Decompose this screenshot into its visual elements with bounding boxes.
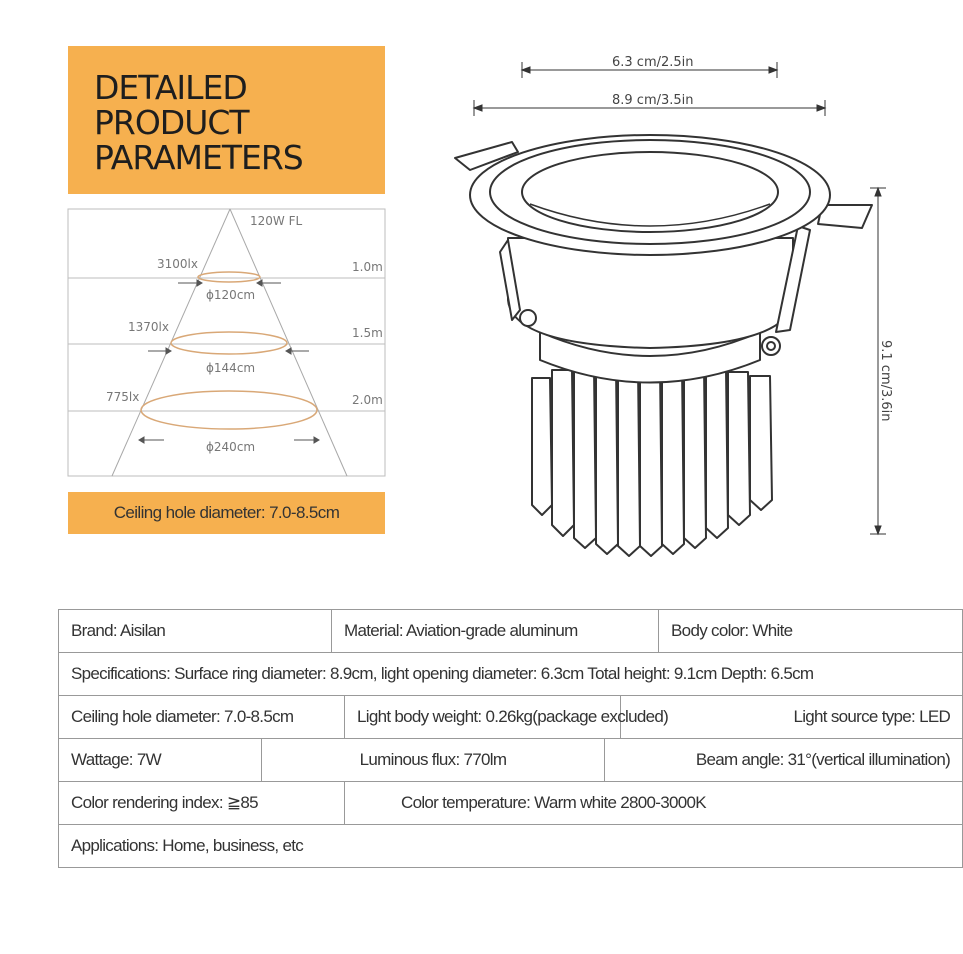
distance-label: 1.0m xyxy=(352,260,383,274)
spring-clip-left xyxy=(454,141,519,171)
driver-collar xyxy=(539,331,761,384)
beam-edge-right xyxy=(229,208,348,477)
brand-cell: Brand: Aisilan xyxy=(58,609,332,653)
beam-angle-cell: Beam angle: 31°(vertical illumination) xyxy=(603,738,963,782)
material-cell: Material: Aviation-grade aluminum xyxy=(330,609,660,653)
lux-label: 1370lx xyxy=(128,320,169,334)
ceiling-hole-banner: Ceiling hole diameter: 7.0-8.5cm xyxy=(68,492,385,534)
weight-cell: Light body weight: 0.26kg(package exclud… xyxy=(344,695,669,739)
spring-coil xyxy=(761,336,781,356)
page-title: DETAILED PRODUCT PARAMETERS xyxy=(94,68,304,177)
table-row: Wattage: 7W Luminous flux: 770lm Beam an… xyxy=(58,738,963,782)
title-line: PRODUCT xyxy=(94,103,250,142)
spring-clip-right xyxy=(817,204,873,229)
lux-label: 3100lx xyxy=(157,257,198,271)
specifications-cell: Specifications: Surface ring diameter: 8… xyxy=(57,652,963,696)
beam-ring-1-5m xyxy=(170,331,288,355)
luminous-flux-cell: Luminous flux: 770lm xyxy=(261,738,605,782)
table-row: Color rendering index: ≧85 Color tempera… xyxy=(58,781,963,825)
beam-frame xyxy=(67,208,386,477)
title-line: PARAMETERS xyxy=(94,138,304,177)
lux-label: 775lx xyxy=(106,390,139,404)
light-source-cell: Light source type: LED xyxy=(619,695,963,739)
table-row: Applications: Home, business, etc xyxy=(57,824,963,868)
beam-ring-1m xyxy=(197,271,261,283)
table-row: Ceiling hole diameter: 7.0-8.5cm Light b… xyxy=(58,695,963,739)
ceiling-hole-note: Ceiling hole diameter: 7.0-8.5cm xyxy=(113,503,340,522)
table-row: Specifications: Surface ring diameter: 8… xyxy=(57,652,963,696)
heat-sink-fins xyxy=(531,365,773,557)
distance-label: 1.5m xyxy=(352,326,383,340)
applications-cell: Applications: Home, business, etc xyxy=(57,824,963,868)
height-dimension-label: 9.1 cm/3.6in xyxy=(878,340,893,422)
distance-label: 2.0m xyxy=(352,393,383,407)
ring-dimension-label: 8.9 cm/3.5in xyxy=(612,93,694,108)
title-line: DETAILED xyxy=(94,68,248,107)
beam-label: 120W FL xyxy=(250,214,302,228)
spring-coil xyxy=(519,309,537,327)
title-banner: DETAILED PRODUCT PARAMETERS xyxy=(68,46,385,194)
body-color-cell: Body color: White xyxy=(658,609,963,653)
table-row: Brand: Aisilan Material: Aviation-grade … xyxy=(58,609,963,653)
beam-ring-2m xyxy=(140,390,318,430)
opening-dimension-label: 6.3 cm/2.5in xyxy=(612,55,694,70)
ceiling-hole-cell: Ceiling hole diameter: 7.0-8.5cm xyxy=(58,695,345,739)
diameter-label: ϕ144cm xyxy=(206,361,255,375)
light-opening xyxy=(521,151,779,233)
color-temp-cell: Color temperature: Warm white 2800-3000K xyxy=(343,781,963,825)
spec-table: Brand: Aisilan Material: Aviation-grade … xyxy=(57,609,963,868)
diameter-label: ϕ120cm xyxy=(206,288,255,302)
wattage-cell: Wattage: 7W xyxy=(58,738,262,782)
cri-cell: Color rendering index: ≧85 xyxy=(58,781,345,825)
diameter-label: ϕ240cm xyxy=(206,440,255,454)
